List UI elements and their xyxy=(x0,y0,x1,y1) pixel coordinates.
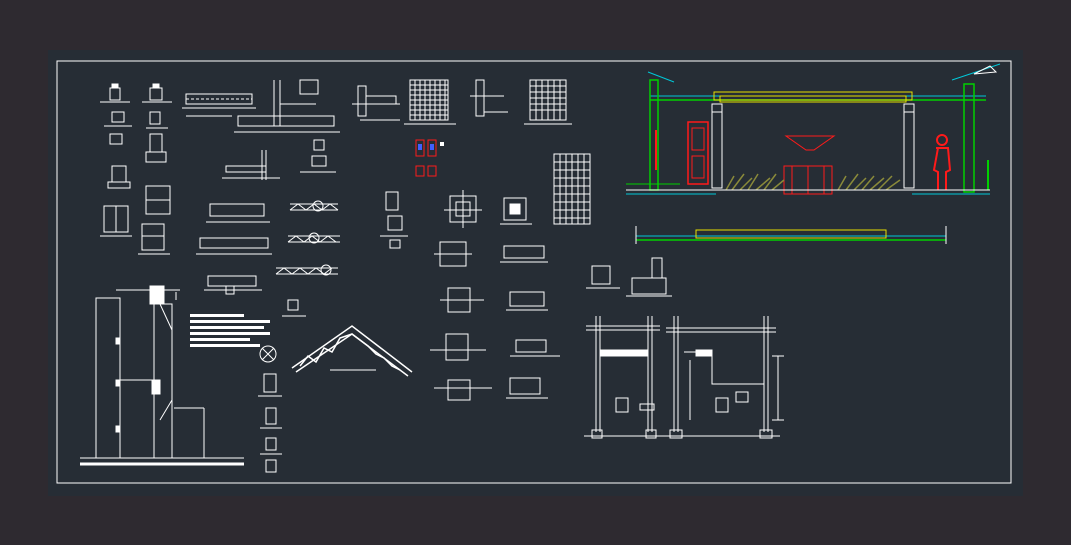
lamp-icon xyxy=(784,135,836,151)
beam-sections xyxy=(182,79,340,180)
drawing-border xyxy=(56,60,1012,484)
plants-icon xyxy=(725,173,901,191)
roof-truss xyxy=(259,325,413,377)
foundation-details xyxy=(380,190,672,401)
middle-details xyxy=(352,79,591,225)
person-icon xyxy=(932,134,952,190)
notes-block xyxy=(190,314,270,347)
truss-details xyxy=(196,200,340,317)
door-icon xyxy=(687,121,709,185)
bathroom-sections xyxy=(584,316,784,439)
legend-symbols xyxy=(415,139,444,177)
detail-cluster-topleft xyxy=(100,83,172,255)
toilet-icon xyxy=(615,397,629,413)
column-details xyxy=(258,373,282,473)
wall-section xyxy=(80,285,244,466)
section-elevation xyxy=(626,63,1001,244)
